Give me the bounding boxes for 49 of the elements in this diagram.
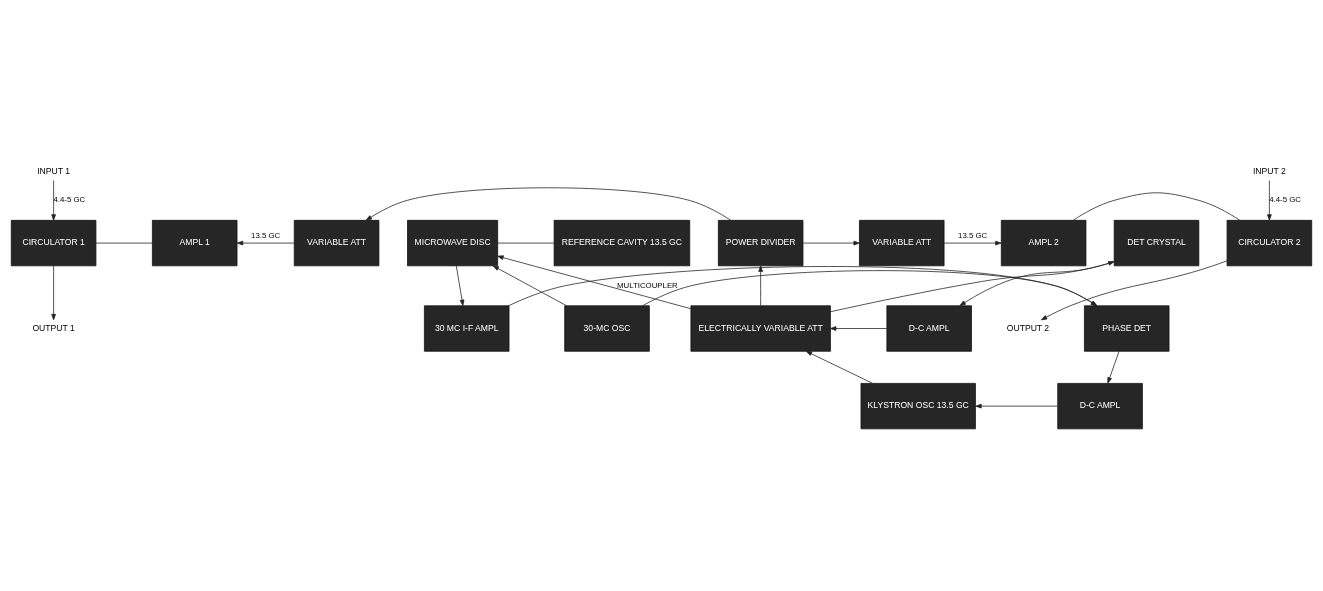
- arrow: [492, 265, 567, 306]
- arrow: [1267, 179, 1272, 220]
- node-text: INPUT 1: [37, 165, 71, 176]
- node-box: POWER DIVIDER: [717, 219, 804, 266]
- arrow: [236, 240, 295, 245]
- node-box: REFERENCE CAVITY 13.5 GC: [553, 219, 691, 266]
- node-text: OUTPUT 2: [1006, 322, 1050, 333]
- arrow: [758, 265, 763, 306]
- arrow: [805, 350, 873, 384]
- node-box: CIRCULATOR 1: [10, 219, 97, 266]
- arrow: [1040, 259, 1228, 320]
- edge-label: 13.5 GC: [251, 230, 281, 240]
- connector: [95, 242, 153, 243]
- edge-label: 4.4-5 GC: [1269, 194, 1301, 204]
- node-box: D-C AMPL: [1057, 382, 1143, 429]
- node-box: KLYSTRON OSC 13.5 GC: [860, 382, 976, 429]
- node-box: ELECTRICALLY VARIABLE ATT: [690, 304, 831, 352]
- arrow: [51, 179, 56, 220]
- arrow: [1107, 350, 1120, 384]
- arrow: [802, 240, 860, 245]
- edge-label: 13.5 GC: [958, 230, 988, 240]
- node-box: VARIABLE ATT: [293, 219, 380, 266]
- arrow: [975, 403, 1058, 408]
- node-text: OUTPUT 1: [32, 322, 75, 333]
- node-box: DET CRYSTAL: [1113, 219, 1200, 266]
- arrow: [365, 186, 732, 221]
- arrow: [642, 269, 1098, 306]
- arrow: [830, 260, 1115, 312]
- arrow: [508, 265, 1098, 306]
- node-box: CIRCULATOR 2: [1226, 219, 1313, 266]
- connector: [497, 242, 555, 243]
- node-box: MICROWAVE DISC: [407, 219, 499, 266]
- node-box: PHASE DET: [1084, 304, 1170, 352]
- node-box: 30-MC OSC: [564, 304, 650, 352]
- arrow: [497, 254, 692, 309]
- arrow: [959, 260, 1115, 306]
- arrow: [830, 325, 888, 331]
- arrow: [51, 265, 56, 320]
- node-box: D-C AMPL: [886, 304, 972, 352]
- node-box: VARIABLE ATT: [859, 219, 945, 266]
- node-box: 30 MC I-F AMPL: [424, 304, 510, 352]
- edge-label: 4.4-5 GC: [53, 194, 86, 204]
- node-text: INPUT 2: [1252, 165, 1286, 176]
- arrow: [455, 265, 465, 306]
- node-box: AMPL 2: [1000, 219, 1087, 266]
- arrow: [943, 240, 1002, 245]
- edge-label: MULTICOUPLER: [617, 280, 678, 290]
- connector: [1072, 191, 1241, 221]
- node-box: AMPL 1: [152, 219, 238, 266]
